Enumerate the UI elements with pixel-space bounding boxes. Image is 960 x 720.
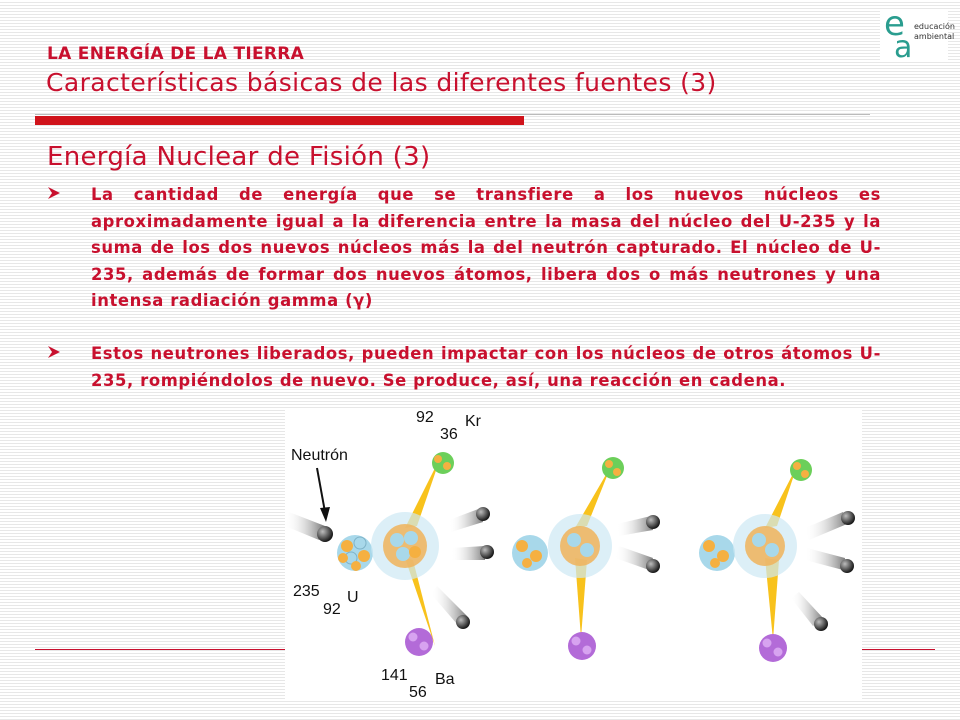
supertitle: LA ENERGÍA DE LA TIERRA [47, 44, 305, 64]
ba-symbol-label: Ba [435, 671, 455, 688]
fission-burst-icon [733, 514, 797, 578]
header-rule-thick [35, 116, 524, 125]
arrow-bullet-icon [47, 341, 91, 363]
section-title: Energía Nuclear de Fisión (3) [47, 142, 431, 172]
slide-title: Características básicas de las diferente… [46, 68, 717, 97]
fission-burst-icon [548, 514, 612, 578]
logo-letter-e: e [884, 4, 905, 44]
fission-event-3 [699, 459, 855, 662]
released-neutron-icon [615, 515, 660, 573]
bullet-item: Estos neutrones liberados, pueden impact… [47, 341, 907, 394]
fission-event-1 [337, 452, 494, 656]
header-rule-thin [35, 114, 870, 115]
bullet-text: La cantidad de energía que se transfiere… [91, 185, 881, 310]
neutron-label: Neutrón [291, 447, 348, 464]
arrow-bullet-icon [47, 182, 91, 204]
fission-chain-reaction-diagram: 92 36 Kr Neutrón 235 92 U 141 56 Ba [285, 408, 862, 701]
u-symbol-label: U [347, 589, 359, 606]
logo-letter-a: a [894, 30, 913, 65]
u235-nucleus-icon [512, 535, 548, 571]
neutron-arrow-icon [316, 467, 330, 522]
logo-text-line2: ambiental [914, 32, 955, 41]
kr-mass-label: 92 [416, 409, 434, 426]
u-number-label: 92 [323, 601, 341, 618]
kr-symbol-label: Kr [465, 413, 482, 430]
barium-nucleus-icon [405, 628, 433, 656]
u235-nucleus-icon [699, 535, 735, 571]
barium-nucleus-icon [568, 632, 596, 660]
krypton-nucleus-icon [790, 459, 812, 481]
u235-nucleus-icon [337, 535, 373, 571]
gamma-ray-icon [405, 456, 441, 646]
ba-mass-label: 141 [381, 667, 408, 684]
logo-text-line1: educación [914, 22, 955, 31]
released-neutron-icon [431, 507, 494, 629]
educacion-ambiental-logo: e a educación ambiental [880, 4, 955, 65]
bullet-item: La cantidad de energía que se transfiere… [47, 182, 907, 315]
kr-number-label: 36 [440, 426, 458, 443]
krypton-nucleus-icon [432, 452, 454, 474]
u-mass-label: 235 [293, 583, 320, 600]
ba-number-label: 56 [409, 684, 427, 700]
bullet-text: Estos neutrones liberados, pueden impact… [91, 344, 881, 390]
fission-burst-icon [371, 512, 439, 580]
gamma-ray-icon [575, 466, 611, 638]
krypton-nucleus-icon [602, 457, 624, 479]
fission-event-2 [512, 457, 660, 660]
released-neutron-icon [791, 511, 855, 631]
barium-nucleus-icon [759, 634, 787, 662]
gamma-ray-icon [765, 466, 797, 640]
incoming-neutron-icon [285, 512, 333, 542]
